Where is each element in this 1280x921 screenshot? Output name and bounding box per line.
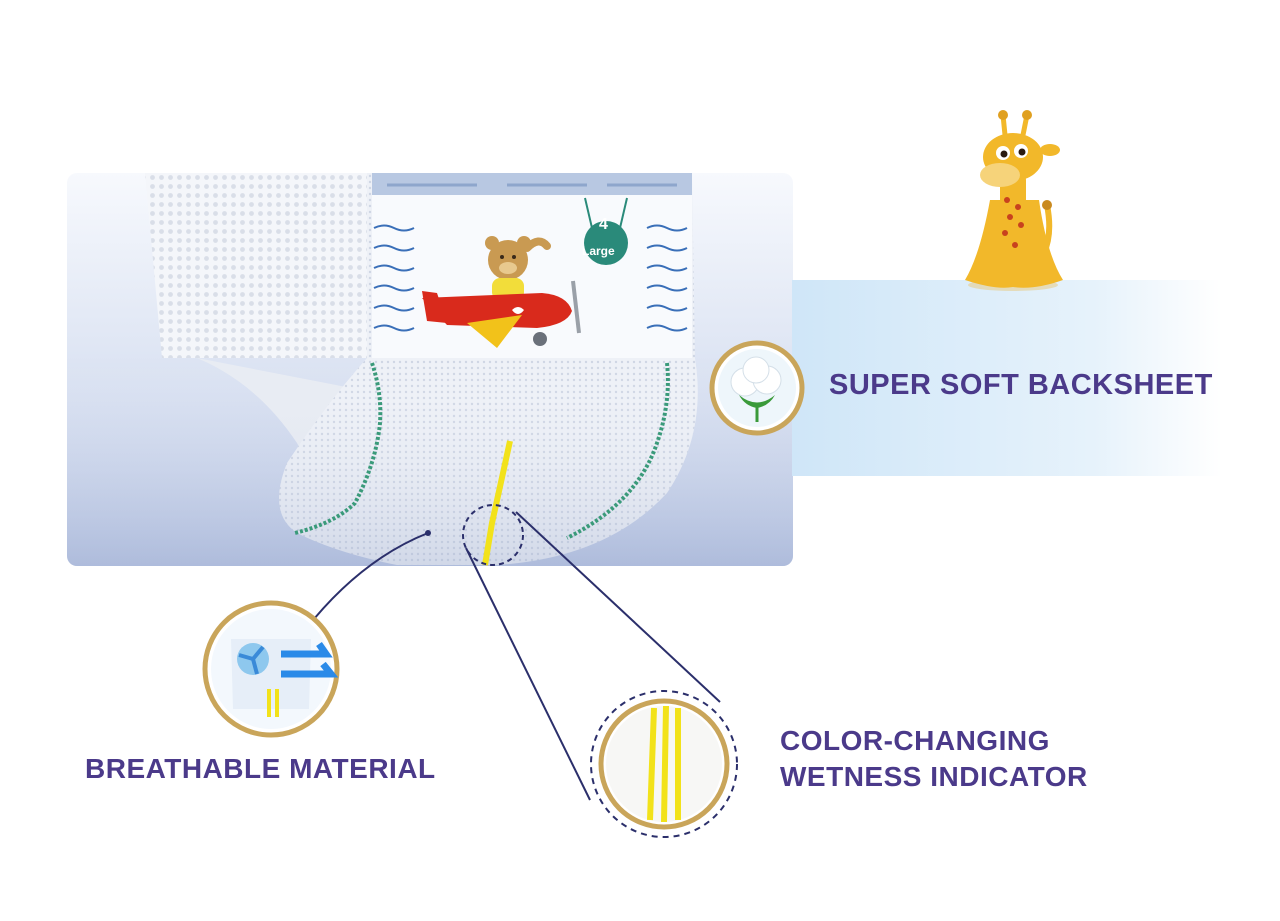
wetness-label-line1: COLOR-CHANGING	[780, 725, 1050, 756]
diaper-photo: 4 Large	[67, 173, 793, 566]
yellow-stripes-icon	[590, 690, 738, 838]
size-number: 4	[599, 216, 608, 233]
wetness-callout-line-left	[465, 547, 591, 801]
breathable-callout-line	[304, 532, 429, 631]
diaper-illustration	[67, 173, 793, 566]
wetness-label-line2: WETNESS INDICATOR	[780, 761, 1088, 792]
breathable-label: BREATHABLE MATERIAL	[85, 753, 436, 784]
breathable-callout-dot	[425, 530, 431, 536]
backsheet-highlight-band	[792, 280, 1222, 476]
airflow-diaper-icon	[202, 600, 340, 738]
backsheet-label: SUPER SOFT BACKSHEET	[829, 369, 1213, 401]
giraffe-mascot-icon	[965, 110, 1063, 291]
wetness-callout-line-right	[515, 511, 721, 703]
wetness-label: COLOR-CHANGING WETNESS INDICATOR	[780, 723, 1088, 795]
indicator-zoom-ring	[462, 504, 524, 566]
cotton-flower-icon	[709, 340, 805, 436]
size-label: Large	[582, 244, 615, 258]
